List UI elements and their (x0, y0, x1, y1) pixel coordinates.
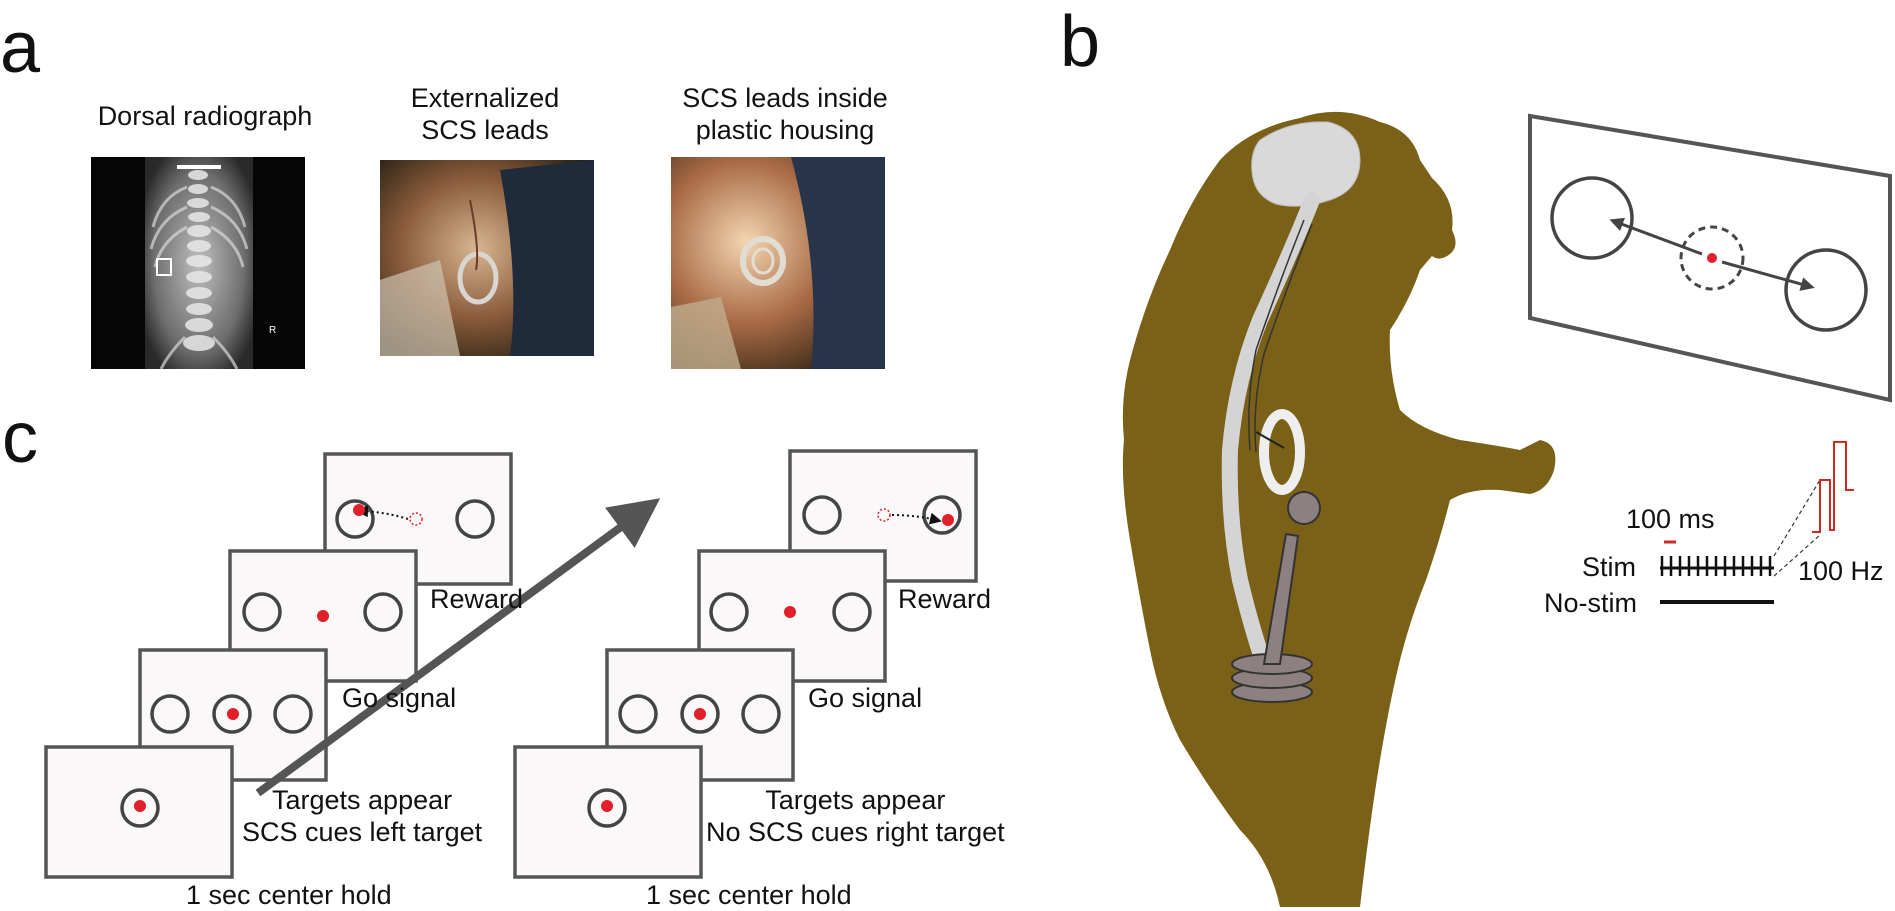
brain-icon (1251, 121, 1361, 207)
panel-a-label: a (0, 8, 41, 88)
right-reward-label: Reward (898, 584, 992, 614)
xray-marker: R (269, 325, 276, 336)
right-go-label: Go signal (808, 683, 923, 713)
sequence-arrow (255, 498, 661, 797)
radiograph-image: R (91, 157, 305, 369)
scale-label: 100 ms (1626, 504, 1715, 534)
left-hold-label: 1 sec center hold (186, 880, 392, 910)
panel-b-label: b (1060, 2, 1101, 82)
task-screen (1528, 113, 1892, 403)
monkey-setup (1122, 111, 1892, 907)
stim-trace (1660, 441, 1854, 604)
frequency-label: 100 Hz (1798, 556, 1884, 586)
joystick (1231, 491, 1321, 703)
right-frame-hold (513, 745, 703, 879)
biphasic-pulse (1812, 441, 1854, 533)
caption-leads-housing: SCS leads inside plastic housing (682, 83, 888, 145)
left-go-label: Go signal (342, 683, 457, 713)
leads-housing-photo (671, 157, 885, 369)
left-reward-label: Reward (430, 584, 524, 614)
task-diagram (44, 449, 978, 879)
stim-label: Stim (1582, 552, 1636, 582)
spinal-cord (1221, 192, 1320, 678)
monkey-silhouette (1122, 111, 1556, 907)
target-dot (353, 504, 365, 516)
left-frame-hold (44, 745, 234, 879)
left-targets-label: Targets appear SCS cues left target (242, 785, 483, 847)
implant-housing (1259, 409, 1305, 495)
caption-radiograph: Dorsal radiograph (97, 101, 313, 131)
panel-c-label: c (2, 398, 38, 478)
no-stim-label: No-stim (1544, 588, 1637, 618)
right-hold-label: 1 sec center hold (646, 880, 852, 910)
externalized-leads-photo (380, 160, 594, 356)
caption-externalized-leads: Externalized SCS leads (410, 83, 560, 145)
right-targets-label: Targets appear No SCS cues right target (706, 785, 1005, 847)
